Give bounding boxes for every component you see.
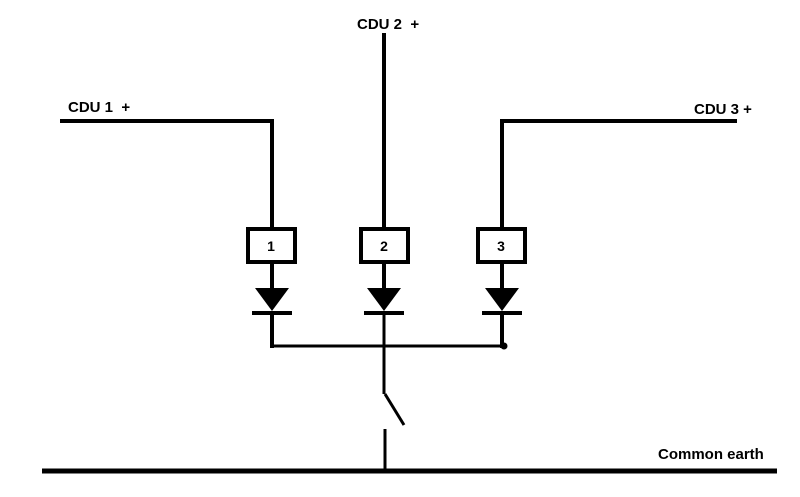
diode-3-icon	[482, 262, 522, 348]
fuse-box-1-label: 1	[267, 238, 275, 254]
fuse-box-2-outline	[359, 227, 410, 264]
fuse-box-1: 1	[246, 227, 297, 264]
diode-2-triangle	[367, 288, 401, 311]
cdu2-label: CDU 2 +	[357, 16, 419, 33]
fuse-box-3-label: 3	[497, 238, 505, 254]
diode-1-icon	[252, 262, 292, 348]
cdu3-label: CDU 3 +	[694, 101, 752, 118]
switch-blade	[383, 393, 406, 426]
cdu1-label: CDU 1 +	[68, 99, 130, 116]
switch-icon	[383, 393, 406, 471]
diode-2-icon	[364, 262, 404, 315]
common-earth-label: Common earth	[658, 446, 764, 463]
fuse-box-3: 3	[476, 227, 527, 264]
cdu3-wire	[500, 119, 737, 231]
diode-3-triangle	[485, 288, 519, 311]
fuse-box-2-label: 2	[380, 238, 388, 254]
diode-1-triangle	[255, 288, 289, 311]
fuse-box-2: 2	[359, 227, 410, 264]
junction-dot-icon	[500, 342, 508, 350]
cdu1-wire	[60, 119, 274, 231]
